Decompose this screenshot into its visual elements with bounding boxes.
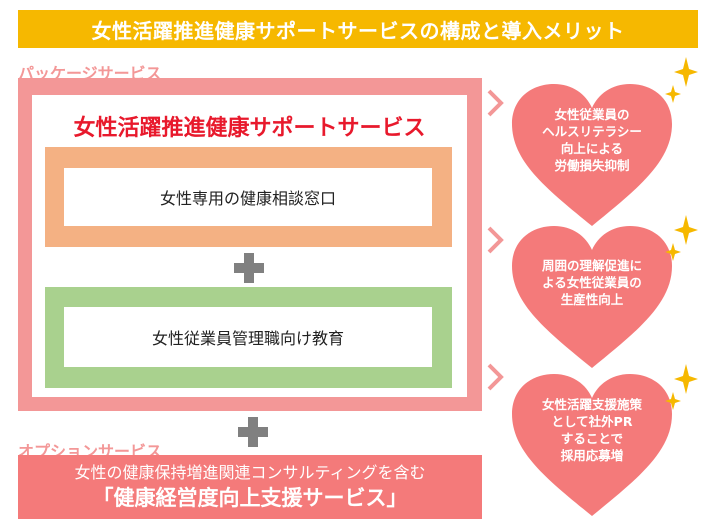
chevron-right-icon xyxy=(486,362,504,392)
chevron-right-icon xyxy=(486,88,504,118)
benefit-text: 女性従業員の ヘルスリテラシー 向上による 労働損失抑制 xyxy=(542,107,642,173)
benefit-heart: 周囲の理解促進に よる女性従業員の 生産性向上 xyxy=(508,222,676,372)
plus-icon xyxy=(234,253,264,283)
benefit-heart: 女性従業員の ヘルスリテラシー 向上による 労働損失抑制 xyxy=(508,80,676,230)
option-service-name: 「健康経営度向上支援サービス」 xyxy=(92,486,408,510)
benefit-text: 女性活躍支援施策 として社外PR することで 採用応募増 xyxy=(541,397,642,463)
benefit-text: 周囲の理解促進に よる女性従業員の 生産性向上 xyxy=(541,257,642,307)
package-service-title: 女性活躍推進健康サポートサービス xyxy=(73,116,426,141)
plus-icon xyxy=(238,417,268,447)
chevron-right-icon xyxy=(486,225,504,255)
option-service-description: 女性の健康保持増進関連コンサルティングを含む xyxy=(74,463,426,482)
option-service-box: 女性の健康保持増進関連コンサルティングを含む 「健康経営度向上支援サービス」 xyxy=(18,455,482,519)
sparkle-icon xyxy=(664,55,700,105)
benefit-heart: 女性活躍支援施策 として社外PR することで 採用応募増 xyxy=(508,370,676,520)
sparkle-icon xyxy=(664,213,700,263)
consultation-label: 女性専用の健康相談窓口 xyxy=(64,168,432,226)
page-banner: 女性活躍推進健康サポートサービスの構成と導入メリット xyxy=(18,10,698,48)
education-label: 女性従業員管理職向け教育 xyxy=(64,307,432,367)
sparkle-icon xyxy=(664,362,700,412)
